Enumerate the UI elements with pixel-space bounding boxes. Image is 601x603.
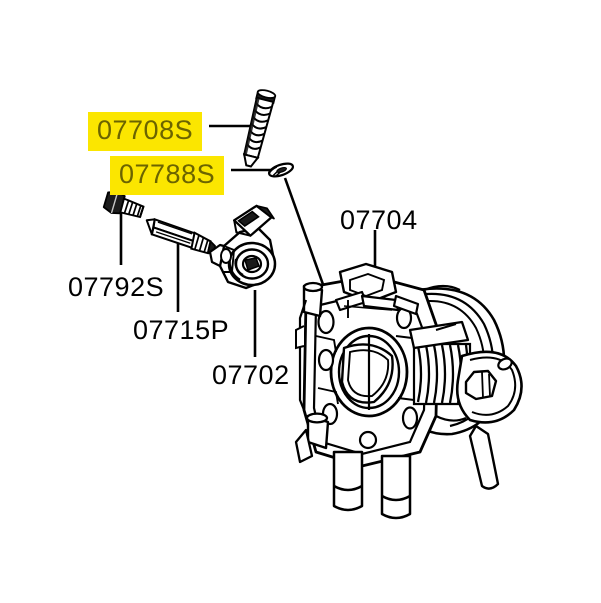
part-label-07702[interactable]: 07702 (212, 360, 290, 390)
part-bolt (102, 190, 145, 219)
part-washer-seal (267, 162, 295, 178)
part-throttle-body (294, 262, 523, 520)
part-label-07708S[interactable]: 07708S (88, 112, 203, 151)
part-label-07715P[interactable]: 07715P (133, 315, 230, 345)
leader-line-washer-to-body (283, 177, 327, 291)
leader-lines (119, 124, 377, 357)
part-label-07704[interactable]: 07704 (340, 205, 418, 235)
part-label-07788S[interactable]: 07788S (110, 156, 225, 195)
part-screw (145, 217, 216, 255)
part-adjusting-screw (242, 89, 277, 168)
part-label-07792S[interactable]: 07792S (68, 272, 165, 302)
part-throttle-position-sensor (208, 204, 277, 290)
